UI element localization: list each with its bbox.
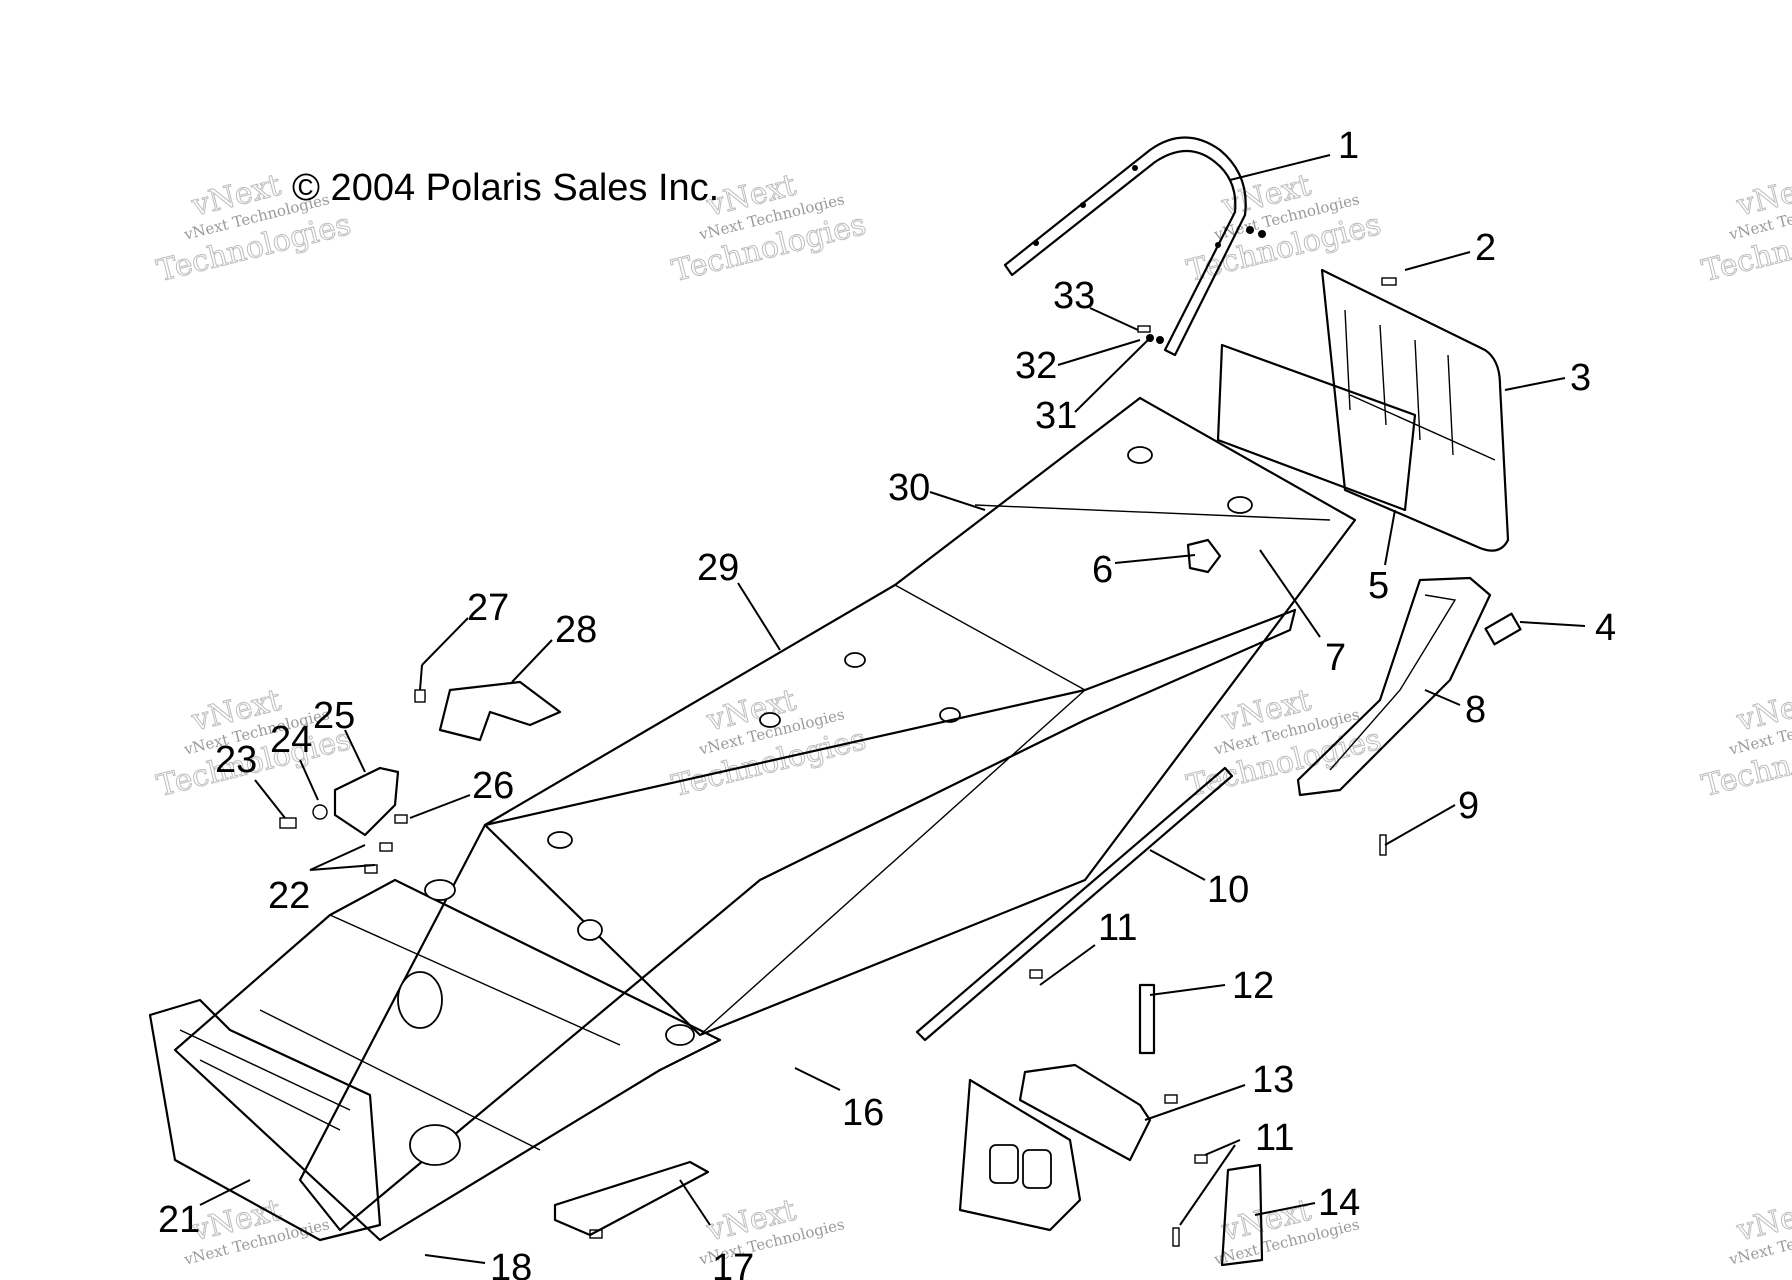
callout-6: 6 — [1092, 549, 1113, 591]
watermark: vNext vNext Technologies Technologies — [1698, 682, 1792, 804]
callout-5: 5 — [1368, 565, 1389, 607]
watermarks: vNext vNext Technologies Technologies vN… — [153, 167, 1792, 1269]
callout-10: 10 — [1207, 869, 1249, 911]
callout-16: 16 — [842, 1092, 884, 1134]
part-13-heat-exchanger — [958, 1063, 1152, 1232]
callout-14: 14 — [1318, 1182, 1360, 1224]
callout-32: 32 — [1015, 345, 1057, 387]
watermark: vNext vNext Technologies — [1726, 1192, 1792, 1269]
part-4-decal — [1484, 612, 1522, 646]
part-8-bumper — [1296, 576, 1492, 797]
callout-21: 21 — [158, 1199, 200, 1241]
part-14-bracket — [1220, 1163, 1264, 1267]
part-17-shield — [553, 1160, 710, 1237]
part-1-grab-bar — [1003, 136, 1247, 357]
fasteners — [279, 226, 1397, 1247]
part-29-tunnel — [483, 396, 1357, 1037]
callouts: 1 2 3 4 5 6 7 8 9 10 11 12 13 11 14 16 1… — [158, 125, 1616, 1280]
callout-11b: 11 — [1255, 1117, 1294, 1159]
part-25-mount-plate — [333, 766, 400, 837]
watermark: vNext vNext Technologies Technologies — [668, 167, 870, 289]
callout-17: 17 — [712, 1247, 754, 1280]
callout-23: 23 — [215, 739, 257, 781]
watermark: vNext vNext Technologies Technologies — [1183, 167, 1385, 289]
watermark: vNext vNext Technologies Technologies — [1183, 682, 1385, 804]
callout-7: 7 — [1325, 637, 1346, 679]
part-16-chassis-side — [173, 608, 1297, 1242]
callout-18: 18 — [490, 1247, 532, 1280]
watermark: vNext vNext Technologies Technologies — [668, 682, 870, 804]
callout-25: 25 — [313, 695, 355, 737]
copyright-notice: © 2004 Polaris Sales Inc. — [292, 167, 719, 209]
callout-3: 3 — [1570, 357, 1591, 399]
part-28-bracket — [438, 680, 562, 742]
callout-9: 9 — [1458, 785, 1479, 827]
callout-31: 31 — [1035, 395, 1077, 437]
part-21-front-bumper — [148, 998, 382, 1242]
callout-24: 24 — [270, 719, 312, 761]
callout-1: 1 — [1338, 125, 1359, 167]
callout-2: 2 — [1475, 227, 1496, 269]
callout-4: 4 — [1595, 607, 1616, 649]
callout-12: 12 — [1232, 965, 1274, 1007]
callout-30: 30 — [888, 467, 930, 509]
callout-13: 13 — [1252, 1059, 1294, 1101]
callout-11: 11 — [1098, 907, 1137, 949]
callout-8: 8 — [1465, 689, 1486, 731]
part-10-rail-rod — [915, 766, 1234, 1042]
callout-33: 33 — [1053, 275, 1095, 317]
part-3-snow-flap — [1320, 268, 1510, 552]
callout-22: 22 — [268, 875, 310, 917]
part-5-flap-backer — [1216, 343, 1417, 512]
watermark: vNext vNext Technologies Technologies — [1698, 167, 1792, 289]
callout-29: 29 — [697, 547, 739, 589]
callout-26: 26 — [472, 765, 514, 807]
part-12-clip — [1138, 983, 1156, 1055]
callout-28: 28 — [555, 609, 597, 651]
leader-lines — [199, 154, 1586, 1264]
part-6-plate — [1186, 538, 1222, 574]
callout-27: 27 — [467, 587, 509, 629]
